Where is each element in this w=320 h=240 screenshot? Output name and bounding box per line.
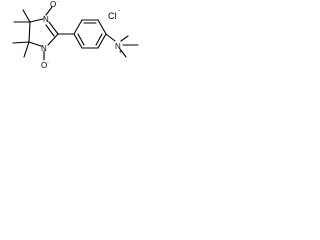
ammonium-methyl-3: [119, 48, 127, 58]
ammonium-methyl-1: [120, 35, 129, 42]
counter-ion-charge: -: [118, 8, 120, 14]
benzene-bond-3: [97, 19, 107, 35]
bond-n3-c2: [48, 21, 59, 35]
counter-ion-cl: Cl: [108, 11, 117, 21]
bond-n3-c2-double: [45, 24, 55, 37]
atom-o-top: O: [50, 0, 56, 9]
benzene-ring: [73, 19, 107, 49]
benzene-bond-1: [73, 19, 83, 35]
bond-n1-c5: [28, 41, 42, 47]
bond-c5-c4: [28, 21, 31, 43]
ammonium-methyls: [119, 35, 139, 58]
bond-phenyl-n: [105, 33, 116, 42]
bond-c4-n3: [29, 18, 44, 23]
atom-n-amine: N: [115, 42, 121, 51]
methyl-c5-down: [23, 41, 30, 58]
radical-bottom: ·: [47, 60, 49, 66]
atom-n-top: N: [43, 15, 49, 24]
atom-o-bottom: O: [41, 61, 47, 70]
benzene-bond-4: [97, 33, 107, 49]
bond-n3-o: [45, 6, 53, 16]
methyl-c4-up: [22, 9, 31, 23]
radical-top: ·: [57, 0, 59, 5]
methyl-c5-left: [12, 41, 30, 44]
charge-plus: +: [119, 50, 123, 56]
atom-n-bottom: N: [41, 44, 47, 53]
methyl-groups: [12, 9, 31, 58]
chemical-structure: N O · N O · N + Cl -: [12, 0, 139, 70]
imidazoline-ring: [28, 18, 59, 47]
benzene-inner-2: [95, 33, 103, 46]
bond-c2-n1: [47, 33, 59, 46]
benzene-inner-3: [77, 33, 85, 46]
benzene-bond-6: [73, 33, 83, 49]
